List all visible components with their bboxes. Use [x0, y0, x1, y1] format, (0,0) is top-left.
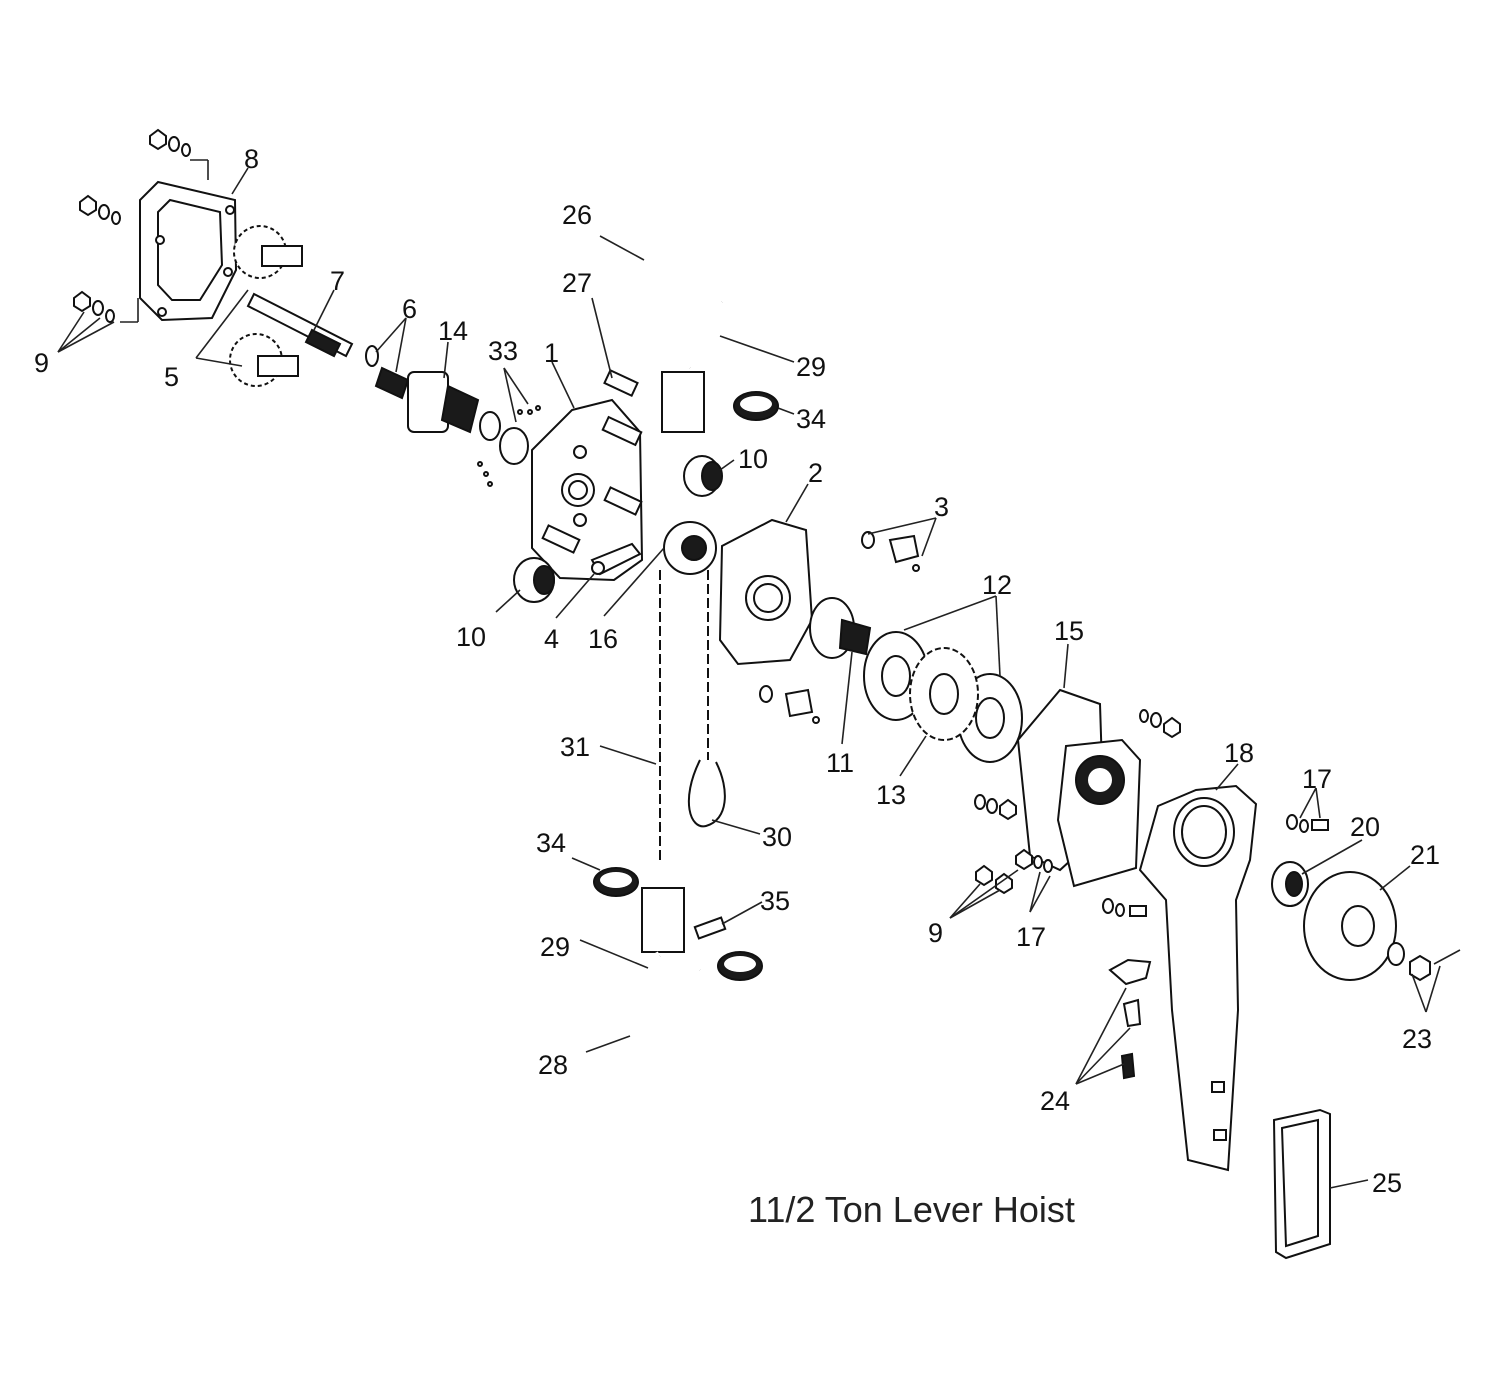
- brake-cover: [1016, 688, 1142, 888]
- part-label-30: 30: [762, 822, 792, 852]
- pawl-set-upper: [861, 531, 920, 572]
- part-label-13: 13: [876, 780, 906, 810]
- main-shaft: [246, 292, 354, 358]
- part-label-20: 20: [1350, 812, 1380, 842]
- leader-lines: [57, 159, 1441, 1189]
- hook-ring-lower-left: [593, 867, 639, 897]
- part-label-18: 18: [1224, 738, 1254, 768]
- ratchet-disc: [909, 647, 979, 741]
- guide-roller-upper: [683, 455, 723, 497]
- part-label-10-right: 10: [738, 444, 768, 474]
- part-label-2: 2: [808, 458, 823, 488]
- threaded-hub: [809, 597, 872, 659]
- part-label-7: 7: [330, 266, 345, 296]
- part-label-23: 23: [1402, 1024, 1432, 1054]
- part-label-26: 26: [562, 200, 592, 230]
- part-label-34-top: 34: [796, 404, 826, 434]
- part-label-31: 31: [560, 732, 590, 762]
- part-label-35: 35: [760, 886, 790, 916]
- selector-pawl-spring: [1108, 958, 1152, 1080]
- part-label-14: 14: [438, 316, 468, 346]
- part-label-25: 25: [1372, 1168, 1402, 1198]
- part-label-4: 4: [544, 624, 559, 654]
- lever-handle: [1138, 784, 1258, 1172]
- hook-ring-lower-right: [717, 951, 763, 981]
- bottom-hook: [618, 887, 727, 1046]
- nut-washer-set-upper: [73, 128, 191, 323]
- end-cover-plate: [139, 180, 238, 322]
- stripper: [590, 542, 642, 576]
- part-label-9-right: 9: [928, 918, 943, 948]
- part-label-29-bottom: 29: [540, 932, 570, 962]
- part-label-17-top: 17: [1302, 764, 1332, 794]
- part-label-16: 16: [588, 624, 618, 654]
- hook-ring-upper: [733, 391, 779, 421]
- diagram-title: 11/2 Ton Lever Hoist: [748, 1189, 1075, 1230]
- part-label-9-left: 9: [34, 348, 49, 378]
- handle-grip: [1272, 1108, 1331, 1260]
- nut-washer-set-lower: [974, 709, 1329, 917]
- load-sheave: [663, 521, 717, 575]
- part-label-34-bottom: 34: [536, 828, 566, 858]
- spring-washer: [365, 345, 410, 400]
- part-label-17-bottom: 17: [1016, 922, 1046, 952]
- part-label-29-top: 29: [796, 352, 826, 382]
- part-label-10-left: 10: [456, 622, 486, 652]
- selector-nut: [1271, 861, 1309, 907]
- part-drawings: [73, 128, 1461, 1260]
- part-label-8: 8: [244, 144, 259, 174]
- guide-roller-lower: [513, 557, 555, 603]
- part-number-labels: 8 9 5 7 6 14 33 1 26 27 29 34 10 2 3 10 …: [34, 144, 1440, 1198]
- part-label-33: 33: [488, 336, 518, 366]
- part-label-5: 5: [164, 362, 179, 392]
- load-chain: [659, 570, 726, 860]
- planet-gears: [229, 225, 303, 387]
- part-label-3: 3: [934, 492, 949, 522]
- part-label-15: 15: [1054, 616, 1084, 646]
- pinion-gear: [407, 371, 501, 441]
- snap-ring-balls: [477, 405, 541, 487]
- part-label-28: 28: [538, 1050, 568, 1080]
- end-nut-pin: [1387, 942, 1461, 982]
- part-label-24: 24: [1040, 1086, 1070, 1116]
- part-label-21: 21: [1410, 840, 1440, 870]
- pawl-set-lower: [759, 685, 820, 724]
- stay-pins: [541, 368, 643, 554]
- side-plate-rear: [718, 518, 814, 666]
- part-label-1: 1: [544, 338, 559, 368]
- part-label-11: 11: [826, 748, 854, 778]
- part-label-12: 12: [982, 570, 1012, 600]
- part-label-6: 6: [402, 294, 417, 324]
- part-label-27: 27: [562, 268, 592, 298]
- top-hook: [622, 242, 731, 433]
- hand-wheel: [1303, 871, 1397, 981]
